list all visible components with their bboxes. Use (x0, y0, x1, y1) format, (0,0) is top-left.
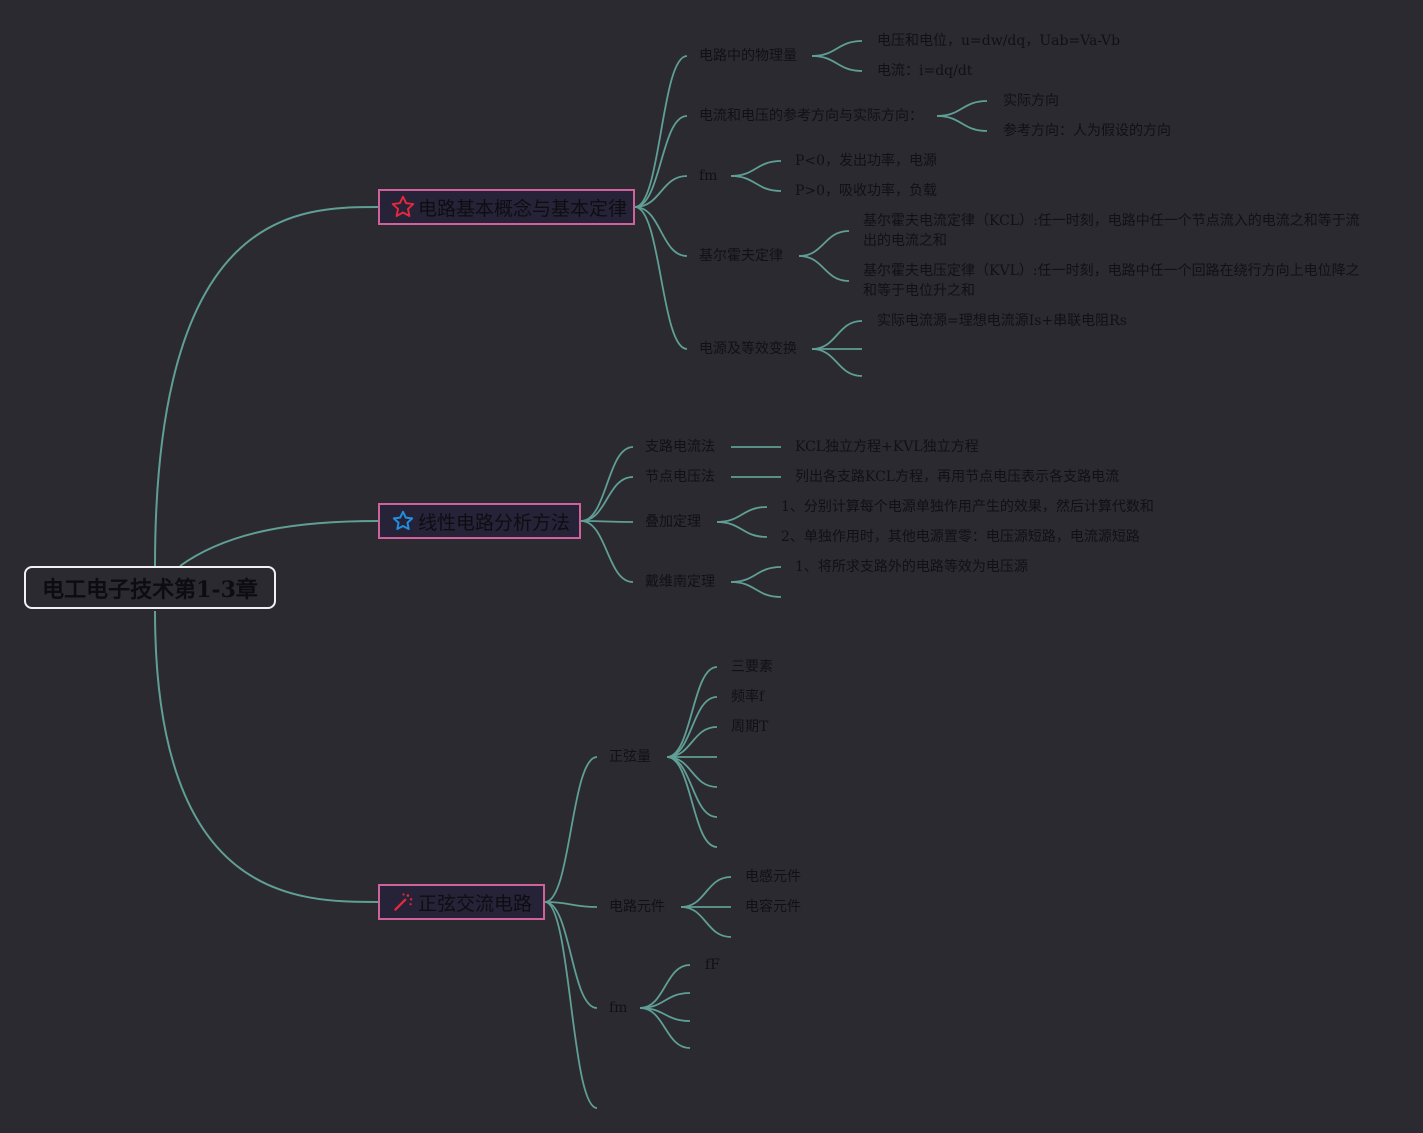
subtopic-branch-current[interactable]: 支路电流法 (645, 439, 715, 455)
detail-connector (811, 320, 863, 350)
topic-connector (544, 901, 598, 1009)
detail-power-negative[interactable]: P<0，发出功率，电源 (795, 153, 938, 169)
detail-reference-direction[interactable]: 参考方向：人为假设的方向 (1003, 123, 1171, 139)
detail-connector (730, 581, 782, 598)
detail-connector (716, 521, 768, 538)
root-connector (154, 206, 379, 567)
detail-connector (716, 506, 768, 523)
topic-connector (634, 175, 688, 208)
subtopic-circuit-elements[interactable]: 电路元件 (609, 899, 665, 915)
topic-title: 正弦交流电路 (418, 892, 533, 915)
detail-power-positive[interactable]: P>0，吸收功率，负载 (795, 183, 938, 199)
detail-period[interactable]: 周期T (731, 719, 769, 735)
subtopic-fm-power[interactable]: fm (699, 168, 718, 184)
detail-connector (666, 666, 718, 758)
detail-connector (811, 55, 863, 72)
detail-frequency[interactable]: 频率f (731, 689, 765, 705)
detail-connector (730, 175, 782, 192)
detail-connector (811, 40, 863, 57)
topic-connector (634, 55, 688, 208)
detail-connector (639, 1007, 691, 1049)
detail-kcl[interactable]: 基尔霍夫电流定律（KCL）:任一时刻，电路中任一个节点流入的电流之和等于流出的电… (863, 213, 1360, 249)
star-outline-blue-icon (390, 508, 416, 534)
topic-connector (634, 206, 688, 257)
detail-inductor[interactable]: 电感元件 (745, 869, 801, 885)
topic-connector (634, 206, 688, 350)
detail-superposition-2[interactable]: 2、单独作用时，其他电源置零：电压源短路，电流源短路 (781, 529, 1140, 545)
topic-connector (580, 520, 634, 583)
subtopic-kirchhoff[interactable]: 基尔霍夫定律 (699, 248, 783, 264)
topic-connector (544, 756, 598, 903)
detail-connector (730, 160, 782, 177)
topic-linear-analysis[interactable]: 线性电路分析方法 (378, 503, 581, 539)
topic-title: 线性电路分析方法 (418, 511, 571, 534)
detail-connector (680, 876, 732, 908)
subtopic-source-transform[interactable]: 电源及等效变换 (699, 341, 797, 357)
detail-kvl[interactable]: 基尔霍夫电压定律（KVL）:任一时刻，电路中任一个回路在绕行方向上电位降之和等于… (863, 263, 1360, 299)
detail-thevenin-1[interactable]: 1、将所求支路外的电路等效为电压源 (795, 559, 1028, 575)
subtopic-node-voltage[interactable]: 节点电压法 (645, 469, 715, 485)
detail-connector (666, 756, 718, 788)
detail-current-source[interactable]: 实际电流源=理想电流源Is+串联电阻Rs (877, 313, 1127, 329)
root-connector (154, 610, 379, 903)
topic-title: 电路基本概念与基本定律 (418, 197, 628, 220)
topic-connector (544, 901, 598, 908)
detail-connector (936, 115, 988, 132)
detail-voltage-potential[interactable]: 电压和电位，u=dw/dq，Uab=Va-Vb (877, 33, 1121, 49)
detail-kcl-kvl-equations[interactable]: KCL独立方程+KVL独立方程 (795, 439, 979, 455)
topic-connector (580, 446, 634, 522)
detail-capacitor[interactable]: 电容元件 (745, 899, 801, 915)
detail-connector (936, 100, 988, 117)
topic-connector (544, 901, 598, 1109)
topic-connector (580, 520, 634, 523)
detail-node-equations[interactable]: 列出各支路KCL方程，再用节点电压表示各支路电流 (795, 469, 1120, 485)
detail-ff[interactable]: fF (705, 957, 720, 973)
root-topic[interactable]: 电工电子技术第1-3章 (24, 566, 276, 609)
detail-connector (666, 726, 718, 758)
topic-connector (580, 476, 634, 522)
topic-circuit-basics[interactable]: 电路基本概念与基本定律 (378, 189, 635, 225)
detail-three-elements[interactable]: 三要素 (731, 659, 773, 675)
detail-connector (639, 964, 691, 1009)
subtopic-sinusoid[interactable]: 正弦量 (609, 749, 651, 765)
detail-connector (666, 756, 718, 848)
subtopic-thevenin[interactable]: 戴维南定理 (645, 574, 715, 590)
topic-sinusoidal-ac[interactable]: 正弦交流电路 (378, 884, 545, 920)
star-outline-red-icon (390, 194, 416, 220)
magic-wand-icon (390, 889, 416, 915)
detail-connector (730, 566, 782, 583)
root-connector (179, 520, 379, 567)
subtopic-physical-quantities[interactable]: 电路中的物理量 (699, 48, 797, 64)
topic-connector (634, 115, 688, 208)
detail-connector (680, 906, 732, 938)
detail-actual-direction[interactable]: 实际方向 (1003, 93, 1059, 109)
detail-superposition-1[interactable]: 1、分别计算每个电源单独作用产生的效果，然后计算代数和 (781, 499, 1154, 515)
detail-connector (666, 756, 718, 818)
subtopic-reference-direction[interactable]: 电流和电压的参考方向与实际方向： (699, 108, 923, 124)
detail-connector (666, 696, 718, 758)
subtopic-fm-ac[interactable]: fm (609, 1000, 628, 1016)
subtopic-superposition[interactable]: 叠加定理 (645, 514, 701, 530)
detail-connector (798, 255, 850, 282)
detail-current[interactable]: 电流：i=dq/dt (877, 63, 973, 79)
detail-connector (811, 348, 863, 377)
detail-connector (798, 230, 850, 257)
